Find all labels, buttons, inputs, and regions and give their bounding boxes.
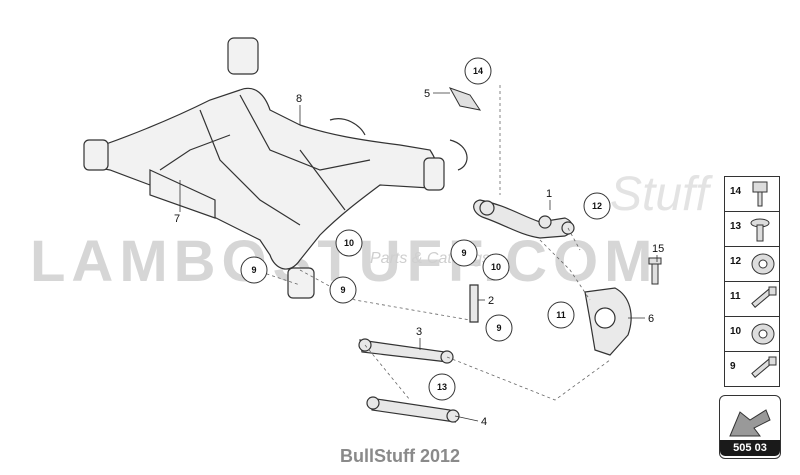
svg-text:13: 13 [437, 382, 447, 392]
legend-number: 11 [730, 291, 741, 302]
callout-13: 13 [428, 373, 456, 401]
label-6: 6 [648, 313, 654, 325]
svg-text:11: 11 [556, 310, 566, 320]
watermark-script: Stuff [610, 168, 713, 221]
svg-text:9: 9 [461, 248, 466, 258]
svg-text:14: 14 [473, 66, 483, 76]
legend-row: 14 [724, 176, 780, 212]
label-2: 2 [488, 295, 494, 307]
callouts: 14 12 10 9 9 10 9 9 11 13 [240, 57, 611, 401]
hex-bolt-icon [749, 180, 779, 213]
label-4: 4 [481, 416, 487, 428]
legend-number: 10 [730, 326, 742, 337]
svg-text:9: 9 [251, 265, 256, 275]
callout-9a: 9 [240, 256, 268, 284]
bolt-15 [648, 257, 662, 285]
flange-bolt-icon [749, 215, 779, 248]
legend-row: 11 [724, 282, 780, 317]
arrow-icon [729, 409, 771, 437]
bushing-icon [749, 250, 779, 283]
lower-arm [358, 338, 454, 364]
footer-credit: BullStuff 2012 [339, 446, 461, 466]
legend-number: 9 [730, 361, 736, 372]
bracket-5 [448, 87, 482, 111]
svg-text:9: 9 [496, 323, 501, 333]
label-15: 15 [652, 243, 664, 255]
long-bolt-icon [749, 285, 779, 318]
reference-box: 505 03 [719, 395, 781, 459]
callout-9d: 9 [485, 314, 513, 342]
svg-text:10: 10 [344, 238, 354, 248]
label-3: 3 [416, 326, 422, 338]
callout-12: 12 [583, 192, 611, 220]
watermark-script-text: Stuff [610, 168, 713, 221]
svg-text:12: 12 [592, 201, 602, 211]
upper-control-arm [473, 199, 575, 239]
rear-subframe [83, 37, 468, 299]
label-5: 5 [424, 88, 430, 100]
label-1: 1 [546, 188, 552, 200]
parts-legend: 14 13 12 11 10 9 [724, 176, 780, 387]
label-leaders [179, 92, 658, 422]
legend-row: 13 [724, 212, 780, 247]
wheel-carrier [584, 287, 632, 356]
legend-row: 10 [724, 317, 780, 352]
legend-number: 14 [730, 186, 742, 197]
legend-number: 13 [730, 221, 742, 232]
long-bolt-icon [749, 355, 779, 388]
callout-11: 11 [547, 301, 575, 329]
callout-9c: 9 [329, 276, 357, 304]
legend-row: 9 [724, 352, 780, 387]
label-7: 7 [174, 213, 180, 225]
callout-14: 14 [464, 57, 492, 85]
label-8: 8 [296, 93, 302, 105]
part-labels: 8 7 5 1 2 3 4 6 15 [174, 88, 664, 428]
trailing-arm [366, 396, 460, 423]
toe-link [469, 284, 479, 323]
legend-number: 12 [730, 256, 742, 267]
svg-text:9: 9 [340, 285, 345, 295]
bushing-icon [749, 320, 779, 353]
callout-10b: 10 [482, 253, 510, 281]
svg-text:10: 10 [491, 262, 501, 272]
callout-9b: 9 [450, 239, 478, 267]
reference-code: 505 03 [720, 440, 780, 456]
legend-row: 12 [724, 247, 780, 282]
callout-10a: 10 [335, 229, 363, 257]
